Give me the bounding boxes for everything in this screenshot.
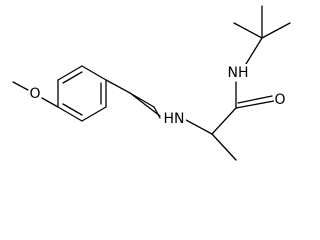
svg-text:O: O [274,92,285,108]
benzene-ring [57,65,107,122]
bond-tbu-me1 [233,22,263,39]
bond-carbonyl-o-2 [237,95,273,104]
atom-label-nh-amide: NH [226,64,250,81]
bond-nh-tbu [245,37,263,65]
bond-methyl-o [12,81,29,91]
svg-text:NH: NH [228,65,249,81]
bond-nh-calpha [185,119,213,135]
bond-ring-ch2 [105,79,131,94]
bond-calpha-methyl [211,133,237,161]
atom-label-hn-amine: HN [162,110,186,127]
bond-tbu-me2 [261,22,291,39]
svg-text:O: O [29,86,40,102]
atom-label-o-methoxy: O [29,85,41,102]
chemical-structure: O HN O NH [12,5,291,161]
bond-carbonyl-o [235,100,275,109]
bond-o-ring [41,97,59,108]
bond-ch2-nh-2 [153,106,161,119]
atom-label-o-carbonyl: O [274,91,286,108]
bond-calpha-carbonyl [211,107,237,135]
svg-text:HN: HN [164,111,185,127]
bond-ch2-seg [129,92,161,117]
